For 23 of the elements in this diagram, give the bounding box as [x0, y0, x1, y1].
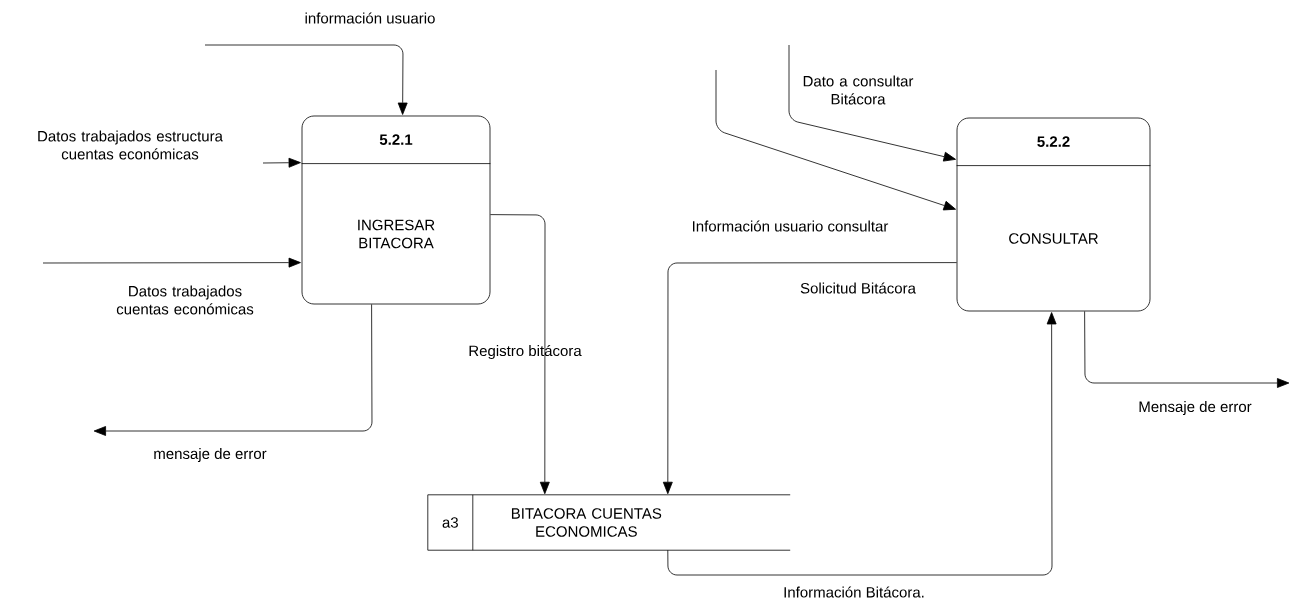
edge-label: Datos trabajados cuentas económicas	[116, 285, 254, 315]
arrow	[667, 312, 1057, 576]
arrow	[788, 44, 956, 162]
edge-label: Mensaje de error	[1139, 401, 1252, 415]
arrow	[1084, 311, 1290, 388]
data-store: a3 BITACORA CUENTAS ECONOMICAS	[427, 494, 791, 551]
process-box: 5.2.2 CONSULTAR	[956, 117, 1151, 312]
edge-label: Información Bitácora.	[784, 586, 924, 598]
arrow	[93, 304, 373, 436]
edge-label: Datos trabajados estructura cuentas económicas	[38, 130, 223, 160]
edge-label: Registro bitácora	[469, 344, 582, 360]
edge-label: Información usuario consultar	[693, 220, 889, 232]
arrow	[204, 44, 408, 115]
edge-label: mensaje de error	[154, 448, 267, 462]
arrow	[262, 157, 301, 168]
arrow	[42, 257, 301, 268]
edge-label: Dato a consultar Bitácora	[803, 75, 914, 105]
arrow	[715, 69, 956, 211]
process-box: 5.2.1 INGRESAR BITACORA	[301, 115, 491, 305]
edge-label: Solicitud Bitácora	[800, 282, 916, 294]
edge-label: información usuario	[305, 12, 435, 24]
arrow	[662, 262, 957, 495]
arrow	[490, 214, 550, 495]
